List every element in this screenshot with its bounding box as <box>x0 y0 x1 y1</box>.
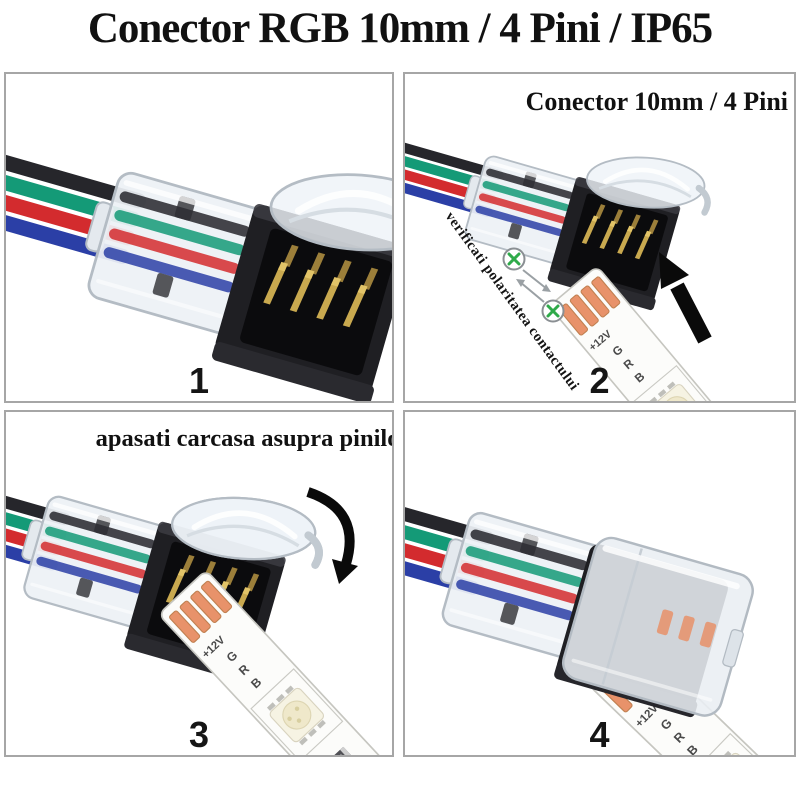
step-2-photo: Conector 10mm / 4 Pini verificati polari… <box>405 74 794 401</box>
step-number: 1 <box>188 360 210 401</box>
polarity-check-icon <box>502 247 551 292</box>
panel-caption: Conector 10mm / 4 Pini <box>526 87 788 116</box>
insert-direction-arrow-icon <box>659 252 712 344</box>
step-number: 2 <box>589 360 610 401</box>
page-title: Conector RGB 10mm / 4 Pini / IP65 <box>87 5 713 52</box>
step-4-photo <box>405 412 794 755</box>
step-number: 3 <box>188 714 210 755</box>
panel-caption: apasati carcasa asupra pinilor <box>96 425 392 452</box>
step-1-photo <box>6 74 392 401</box>
step-panel-4: 4 <box>403 410 796 757</box>
press-down-arrow-icon <box>306 487 358 584</box>
step-3-photo: apasati carcasa asupra pinilor <box>6 412 392 755</box>
step-panel-3: apasati carcasa asupra pinilor 3 <box>4 410 394 757</box>
polarity-check-icon-2 <box>516 279 565 323</box>
step-panel-2: Conector 10mm / 4 Pini verificati polari… <box>403 72 796 403</box>
step-number: 4 <box>589 714 610 755</box>
step-panel-1: 1 <box>4 72 394 403</box>
